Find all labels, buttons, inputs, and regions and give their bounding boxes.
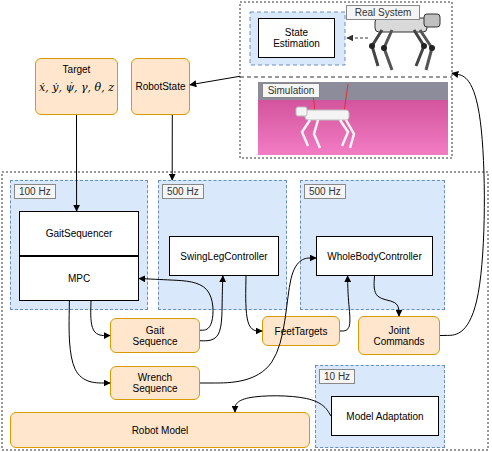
node-label: Gait Sequence (127, 325, 183, 347)
node-label: RobotState (135, 81, 185, 92)
node-label: Real System (346, 5, 420, 20)
sim-robot-head (296, 107, 307, 116)
data-box: Robot Model (10, 412, 310, 448)
formula-text: ẋ, ẏ, ψ̇, γ, θ, z (39, 81, 114, 94)
data-box: Wrench Sequence (110, 366, 200, 400)
data-box: Joint Commands (358, 316, 440, 355)
system-divider (240, 77, 452, 78)
node-label: 500 Hz (304, 184, 346, 199)
node-label: SwingLegController (180, 251, 267, 262)
node-label: 500 Hz (162, 184, 204, 199)
node-label: WholeBodyController (327, 251, 422, 262)
robot-joint (381, 45, 387, 51)
data-box: RobotState (131, 58, 190, 115)
controller-frame (2, 172, 488, 450)
suspension-line (344, 84, 348, 112)
robot-joint (369, 43, 375, 49)
node-label: Joint Commands (369, 325, 429, 347)
process-box: GaitSequencer (19, 211, 139, 256)
simulation-sky (258, 82, 448, 100)
robot-illustration (369, 14, 440, 70)
system-frame (240, 2, 452, 158)
node-label: Simulation (262, 83, 320, 98)
estimation-arrow (347, 38, 368, 39)
data-box: Target ẋ, ẏ, ψ̇, γ, θ, z (35, 58, 118, 115)
node-label: 10 Hz (319, 369, 355, 384)
node-label: GaitSequencer (46, 228, 113, 239)
robot-joint (429, 45, 435, 51)
node-label: Model Adaptation (346, 411, 423, 422)
rate-panel: 500 Hz SwingLegController (158, 180, 287, 310)
data-box: Gait Sequence (110, 318, 200, 353)
node-label: Robot Model (132, 425, 189, 436)
simulation-illustration (258, 82, 448, 155)
rate-panel: 500 Hz WholeBodyController (300, 180, 445, 310)
flow-arrow (69, 301, 110, 383)
node-label: Wrench Sequence (127, 372, 183, 394)
rate-panel: 100 Hz GaitSequencerMPC (10, 180, 148, 310)
node-label: State Estimation (267, 27, 327, 49)
sim-robot-legs (302, 120, 354, 148)
flow-arrow (190, 76, 240, 85)
simulation-floor (258, 82, 448, 155)
node-label: 100 Hz (14, 184, 56, 199)
system-frame (240, 2, 452, 158)
robot-body (375, 18, 427, 32)
node-label: FeetTargets (275, 326, 328, 337)
process-box: SwingLegController (169, 236, 279, 276)
robot-joint (421, 43, 427, 49)
process-box: MPC (19, 256, 139, 301)
sim-robot-body (305, 110, 349, 120)
robot-head (424, 14, 440, 27)
process-box: WholeBodyController (316, 236, 433, 276)
flow-arrow (440, 73, 484, 335)
node-label: MPC (68, 273, 90, 284)
estimation-panel (250, 12, 345, 65)
process-box: State Estimation (258, 18, 335, 58)
system-region: Simulation (240, 77, 452, 158)
data-box: FeetTargets (262, 316, 340, 346)
node-label: Target (63, 64, 91, 75)
system-region: Real SystemState Estimation (240, 2, 452, 77)
process-box: Model Adaptation (331, 396, 439, 436)
flow-arrow (172, 115, 173, 180)
rate-panel: 10 Hz Model Adaptation (315, 365, 445, 448)
